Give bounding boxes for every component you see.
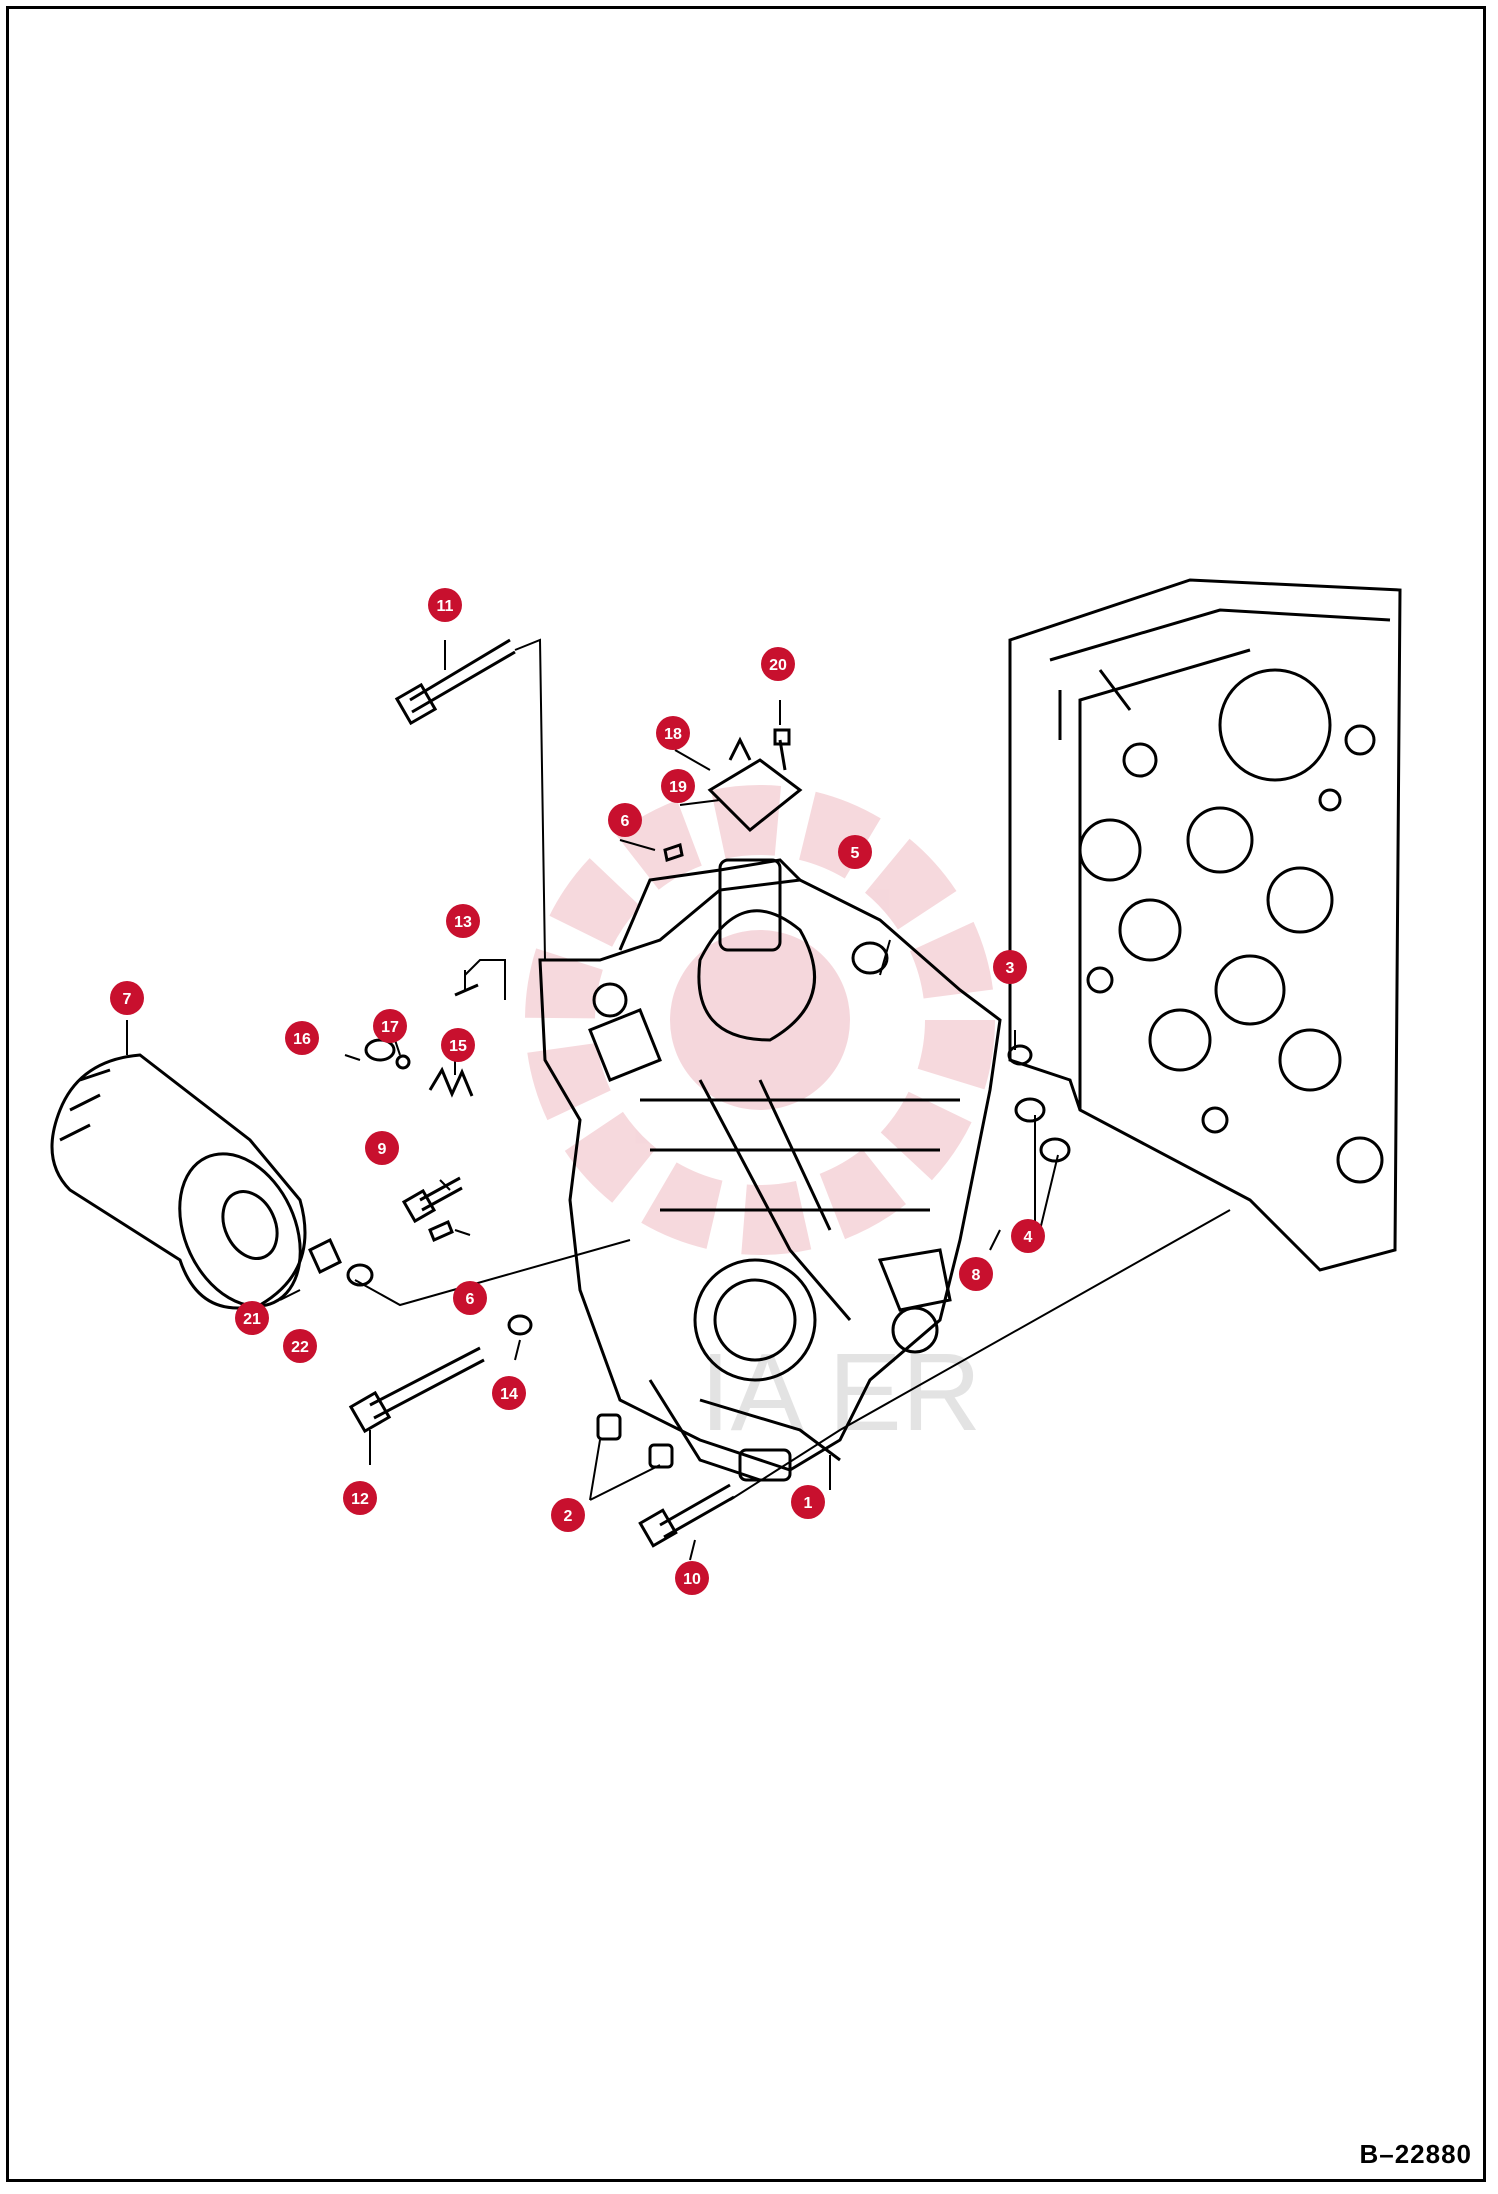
- watermark-text: IA ER: [700, 1331, 981, 1454]
- callout-1: 1: [791, 1485, 825, 1519]
- svg-text:17: 17: [381, 1019, 399, 1036]
- svg-text:12: 12: [351, 1491, 369, 1508]
- reference-code: B–22880: [1359, 2139, 1472, 2169]
- callout-10: 10: [675, 1561, 709, 1595]
- callout-5: 5: [838, 835, 872, 869]
- callout-22: 22: [283, 1329, 317, 1363]
- svg-text:4: 4: [1024, 1229, 1033, 1246]
- callout-17: 17: [373, 1009, 407, 1043]
- svg-text:1: 1: [804, 1495, 813, 1512]
- svg-text:7: 7: [123, 991, 132, 1008]
- callout-13: 13: [446, 904, 480, 938]
- engine-block: [1008, 578, 1402, 1272]
- svg-text:21: 21: [243, 1311, 261, 1328]
- svg-text:9: 9: [378, 1141, 387, 1158]
- watermark: IA ER: [525, 785, 995, 1454]
- diagram-frame: [6, 6, 1486, 2182]
- callout-21: 21: [235, 1301, 269, 1335]
- callout-8: 8: [959, 1257, 993, 1291]
- svg-text:6: 6: [466, 1291, 475, 1308]
- callout-3: 3: [993, 950, 1027, 984]
- svg-text:6: 6: [621, 813, 630, 830]
- callout-19: 19: [661, 769, 695, 803]
- oil-filter: [50, 1053, 307, 1310]
- svg-text:22: 22: [291, 1339, 309, 1356]
- svg-text:16: 16: [293, 1031, 311, 1048]
- svg-text:10: 10: [683, 1571, 701, 1588]
- leader-lines: [126, 638, 1231, 1561]
- svg-text:11: 11: [437, 598, 454, 615]
- svg-text:18: 18: [664, 726, 682, 743]
- callout-9: 9: [365, 1131, 399, 1165]
- callout-12: 12: [343, 1481, 377, 1515]
- svg-text:2: 2: [564, 1508, 573, 1525]
- svg-text:13: 13: [454, 914, 472, 931]
- callout-2: 2: [551, 1498, 585, 1532]
- small-parts: [308, 638, 1071, 1548]
- callout-14: 14: [492, 1376, 526, 1410]
- gear-case-cover: [538, 858, 1002, 1482]
- svg-text:14: 14: [500, 1386, 518, 1403]
- svg-text:19: 19: [669, 779, 687, 796]
- svg-text:20: 20: [769, 657, 787, 674]
- callouts: 1 2 3 4 5 6 6 7 8 9 10 11 12 13 14 15 16…: [110, 588, 1045, 1595]
- callout-6-lower: 6: [453, 1281, 487, 1315]
- callout-4: 4: [1011, 1219, 1045, 1253]
- callout-18: 18: [656, 716, 690, 750]
- callout-16: 16: [285, 1021, 319, 1055]
- callout-6-upper: 6: [608, 803, 642, 837]
- callout-7: 7: [110, 981, 144, 1015]
- callout-15: 15: [441, 1028, 475, 1062]
- svg-text:8: 8: [972, 1267, 981, 1284]
- svg-text:5: 5: [851, 845, 860, 862]
- callout-11: 11: [428, 588, 462, 622]
- callout-20: 20: [761, 647, 795, 681]
- svg-text:3: 3: [1006, 960, 1015, 977]
- svg-text:15: 15: [449, 1038, 467, 1055]
